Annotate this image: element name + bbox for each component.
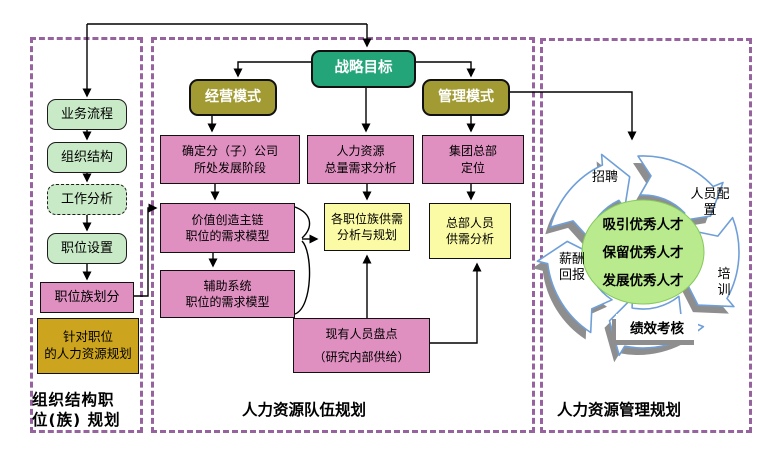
box-job-analysis: 工作分析	[47, 184, 127, 215]
box-position-hr-plan: 针对职位 的人力资源规划	[37, 318, 139, 374]
box-support-system-demand-model: 辅助系统 职位的需求模型	[160, 270, 295, 318]
cycle-label-training: 培 训	[717, 267, 731, 299]
talent-cycle-center-ellipse	[581, 199, 705, 305]
box-hq-positioning: 集团总部 定位	[422, 135, 524, 184]
cycle-label-compensation: 薪酬 回报	[558, 252, 585, 284]
section-middle-frame	[151, 37, 535, 433]
box-position-setup: 职位设置	[47, 233, 127, 264]
cycle-label-recruiting: 招聘	[591, 170, 618, 185]
box-subsidiary-stage: 确定分（子）公司 所处发展阶段	[160, 135, 300, 184]
cycle-label-performance: 绩效考核	[616, 314, 698, 340]
flow-connectors	[82, 23, 637, 344]
talent-cycle-arrows	[532, 153, 740, 363]
section-right-frame	[540, 38, 752, 433]
cycle-label-staffing: 人员配 置	[690, 187, 730, 219]
box-position-family: 职位族划分	[40, 282, 134, 313]
box-value-chain-demand-model: 价值创造主链 职位的需求模型	[160, 203, 295, 253]
right-section-title: 人力资源管理规划	[557, 401, 682, 419]
box-business-model: 经营模式	[189, 79, 277, 116]
box-hq-supply-demand: 总部人员 供需分析	[429, 203, 511, 259]
talent-cycle-center-text: 吸引优秀人才 保留优秀人才 发展优秀人才	[602, 217, 684, 289]
middle-section-title: 人力资源队伍规划	[242, 401, 367, 419]
box-management-model: 管理模式	[422, 79, 510, 116]
left-section-title: 组织结构职 位(族) 规划	[32, 391, 121, 430]
box-strategy-goal: 战略目标	[311, 50, 416, 88]
box-business-process: 业务流程	[47, 99, 127, 130]
box-family-supply-demand: 各职位族供需 分析与规划	[324, 203, 410, 251]
box-hr-total-demand: 人力资源 总量需求分析	[307, 135, 414, 184]
box-staff-inventory: 现有人员盘点 （研究内部供给）	[293, 318, 430, 373]
box-org-structure: 组织结构	[47, 142, 127, 173]
